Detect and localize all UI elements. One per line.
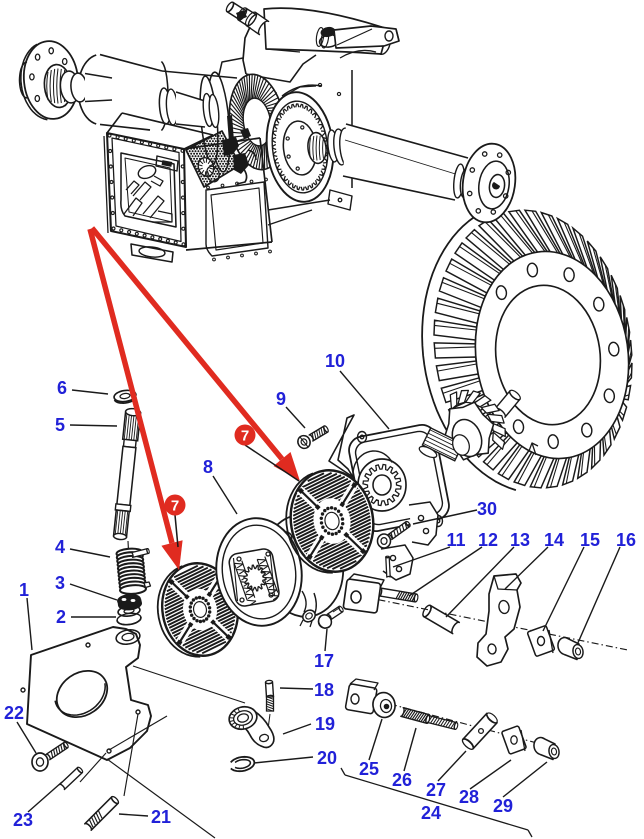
svg-text:11: 11 bbox=[446, 530, 465, 550]
svg-text:23: 23 bbox=[13, 810, 33, 830]
svg-text:15: 15 bbox=[580, 530, 600, 550]
svg-text:17: 17 bbox=[314, 651, 334, 671]
svg-text:8: 8 bbox=[203, 457, 213, 477]
svg-text:30: 30 bbox=[477, 499, 497, 519]
svg-text:26: 26 bbox=[392, 770, 412, 790]
svg-text:3: 3 bbox=[55, 573, 65, 593]
svg-text:27: 27 bbox=[426, 780, 446, 800]
svg-text:4: 4 bbox=[55, 537, 65, 557]
svg-text:7: 7 bbox=[241, 428, 249, 445]
svg-text:28: 28 bbox=[459, 787, 479, 807]
svg-text:1: 1 bbox=[19, 580, 29, 600]
svg-text:10: 10 bbox=[325, 351, 345, 371]
svg-text:2: 2 bbox=[56, 607, 66, 627]
svg-text:7: 7 bbox=[171, 498, 179, 515]
svg-text:13: 13 bbox=[510, 530, 530, 550]
svg-text:12: 12 bbox=[478, 530, 498, 550]
svg-text:25: 25 bbox=[359, 759, 379, 779]
svg-text:20: 20 bbox=[317, 748, 337, 768]
svg-text:18: 18 bbox=[314, 680, 334, 700]
svg-text:24: 24 bbox=[421, 803, 441, 823]
svg-text:29: 29 bbox=[493, 796, 513, 816]
svg-text:21: 21 bbox=[151, 807, 171, 827]
svg-text:14: 14 bbox=[544, 530, 564, 550]
svg-text:22: 22 bbox=[4, 703, 24, 723]
svg-text:5: 5 bbox=[55, 415, 65, 435]
svg-text:16: 16 bbox=[616, 530, 636, 550]
svg-text:9: 9 bbox=[276, 389, 286, 409]
svg-text:19: 19 bbox=[315, 714, 335, 734]
svg-text:6: 6 bbox=[57, 378, 67, 398]
